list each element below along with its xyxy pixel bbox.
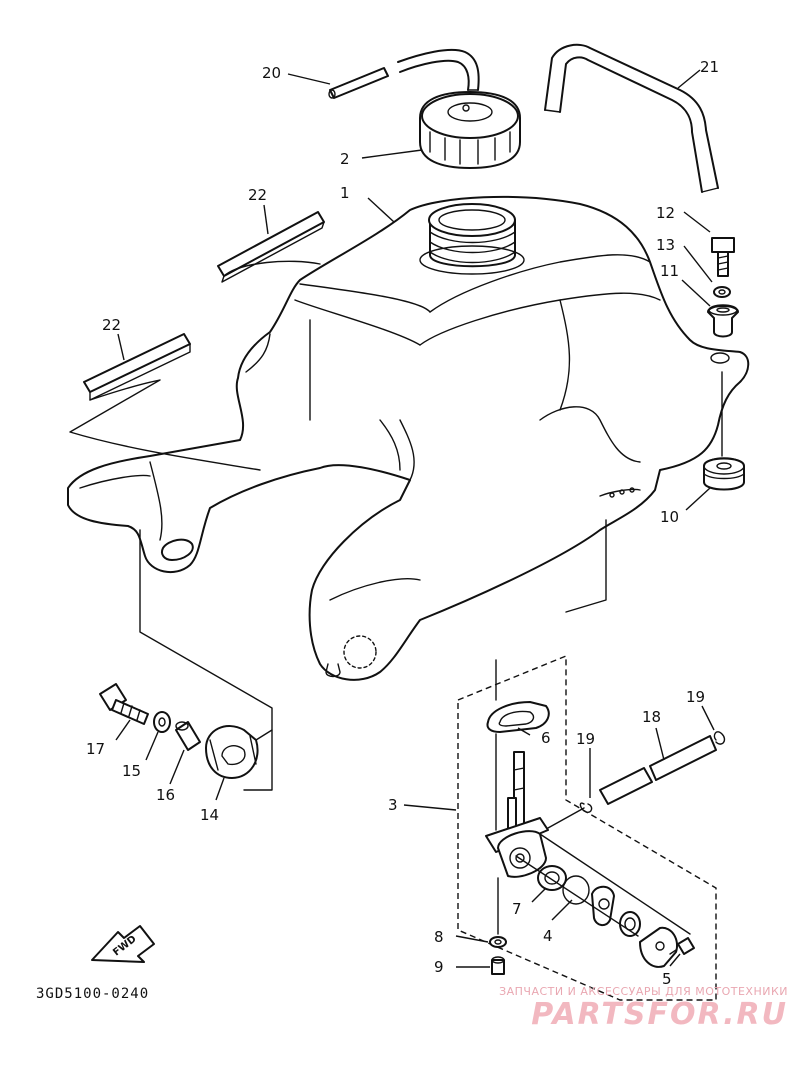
callout-17: 17	[86, 740, 105, 758]
callout-labels: 1 2 3 4 5 6 7 8 9 10 11 12 13 14 15 16 1…	[86, 58, 719, 988]
callout-1: 1	[340, 184, 350, 202]
collar-16	[175, 721, 201, 751]
washer-15	[153, 711, 171, 733]
callout-15: 15	[122, 762, 141, 780]
callout-16: 16	[156, 786, 175, 804]
grommet-10	[703, 457, 745, 491]
drain-screw-9	[491, 956, 505, 975]
tank-bracket	[544, 43, 719, 193]
callout-8: 8	[434, 928, 444, 946]
callout-4: 4	[543, 927, 553, 945]
callout-9: 9	[434, 958, 444, 976]
leader-lines	[115, 69, 715, 968]
callout-2: 2	[340, 150, 350, 168]
fuel-cock-group-outline	[457, 654, 717, 1001]
callout-6: 6	[541, 729, 551, 747]
damper-strip-lower	[83, 333, 191, 401]
callout-11: 11	[660, 262, 679, 280]
callout-19-left: 19	[576, 730, 595, 748]
bolt-12	[711, 237, 735, 277]
callout-12: 12	[656, 204, 675, 222]
lever-gasket	[591, 885, 615, 926]
callout-5: 5	[662, 970, 672, 988]
damper-strip-upper	[217, 211, 325, 283]
callout-22-upper: 22	[248, 186, 267, 204]
plate	[639, 926, 678, 968]
hose-clip-19-right	[713, 731, 726, 745]
callout-14: 14	[200, 806, 219, 824]
screw-5	[669, 937, 695, 955]
grommet-14	[205, 725, 259, 779]
filler-neck	[419, 203, 525, 275]
callout-3: 3	[388, 796, 398, 814]
gasket-6	[486, 701, 550, 733]
hose-clip-19-left	[579, 802, 593, 814]
fuel-cock-body	[485, 751, 549, 878]
callout-10: 10	[660, 508, 679, 526]
callout-7: 7	[512, 900, 522, 918]
callout-21: 21	[700, 58, 719, 76]
callout-20: 20	[262, 64, 281, 82]
forward-arrow: FWD	[91, 925, 155, 963]
collar-11	[707, 304, 739, 338]
fuel-pipe-18	[599, 735, 717, 805]
washer-8	[489, 936, 507, 948]
callout-19-right: 19	[686, 688, 705, 706]
callout-18: 18	[642, 708, 661, 726]
breather-hose	[328, 48, 480, 99]
fuel-cap	[419, 91, 521, 169]
callout-22-lower: 22	[102, 316, 121, 334]
fuel-tank	[67, 195, 750, 681]
callout-13: 13	[656, 236, 675, 254]
bolt-17	[99, 683, 149, 725]
diagram-code: 3GD5100-0240	[36, 986, 150, 1002]
o-ring-4	[562, 875, 590, 905]
seal-ring	[619, 911, 641, 937]
lock-washer-13	[713, 286, 731, 298]
